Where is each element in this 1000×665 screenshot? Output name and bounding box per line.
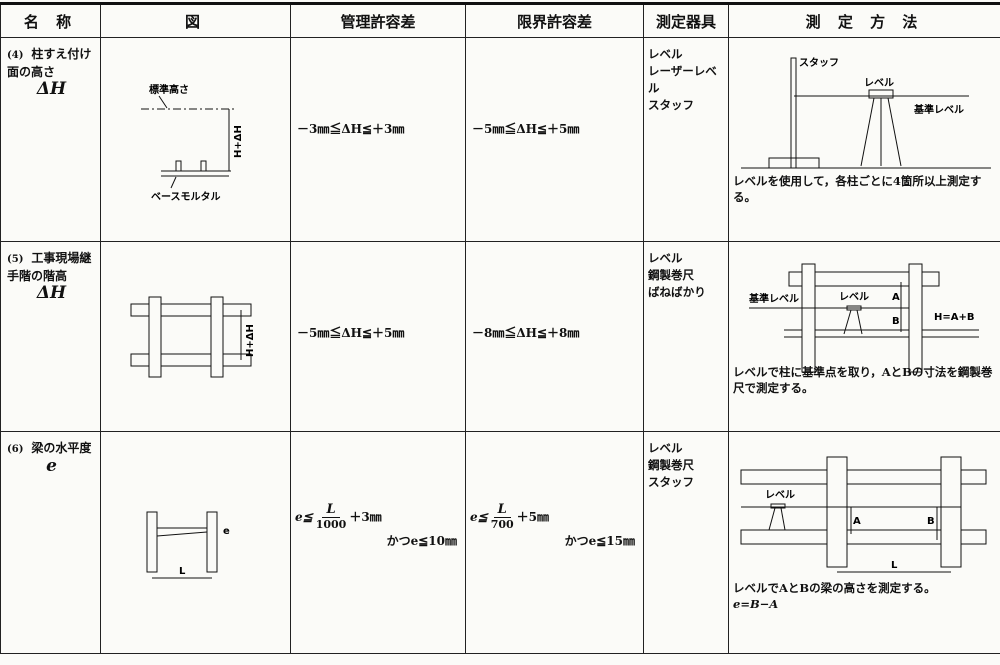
story-height-diagram: H+ΔH <box>130 296 256 378</box>
control-tolerance: －3㎜≦ΔH≦＋3㎜ <box>290 37 466 242</box>
control-tolerance: －5㎜≦ΔH≦＋5㎜ <box>290 241 466 432</box>
svg-text:B: B <box>892 316 900 327</box>
svg-text:ベースモルタル: ベースモルタル <box>151 191 221 203</box>
level-staff-diagram: スタッフ レベル 基準レベル <box>741 57 991 169</box>
base-height-diagram: 標準高さ H+ΔH ベースモルタル <box>141 83 244 203</box>
instruments: レベル レーザーレベ ル スタッフ <box>643 37 729 242</box>
svg-text:標準高さ: 標準高さ <box>149 83 189 96</box>
svg-text:L: L <box>891 560 898 571</box>
figure-cell: H+ΔH <box>100 241 291 432</box>
svg-text:A: A <box>892 292 900 303</box>
svg-text:基準レベル: 基準レベル <box>748 292 799 305</box>
figure-cell: e L <box>100 431 291 654</box>
svg-text:H+ΔH: H+ΔH <box>233 125 244 158</box>
svg-text:A: A <box>853 516 861 527</box>
svg-text:基準レベル: 基準レベル <box>913 103 964 116</box>
beam-level-diagram: e L <box>146 511 230 579</box>
instruments: レベル 鋼製巻尺 スタッフ <box>643 431 729 654</box>
header-figure: 図 <box>100 2 291 38</box>
header-name: 名 称 <box>0 2 101 38</box>
header-control-tolerance: 管理許容差 <box>290 2 466 38</box>
limit-tolerance: －5㎜≦ΔH≦＋5㎜ <box>465 37 644 242</box>
figure-cell: 標準高さ H+ΔH ベースモルタル <box>100 37 291 242</box>
svg-text:L: L <box>179 566 186 577</box>
instruments: レベル 鋼製巻尺 ばねばかり <box>643 241 729 432</box>
method-cell: 基準レベル レベル A B H=A+B レベルで柱に基準点を取り，AとBの寸法を… <box>728 241 1000 432</box>
header-limit-tolerance: 限界許容差 <box>465 2 644 38</box>
header-row: 名 称 図 管理許容差 限界許容差 測定器具 測 定 方 法 <box>0 2 1000 38</box>
beam-method-diagram: レベル A B L <box>740 456 987 573</box>
method-cell: レベル A B L レベルでAとBの梁の高さを測定する。e=B−A <box>728 431 1000 654</box>
limit-tolerance: －8㎜≦ΔH≦＋8㎜ <box>465 241 644 432</box>
story-level-diagram: 基準レベル レベル A B H=A+B <box>748 263 979 373</box>
svg-text:e: e <box>223 526 230 537</box>
svg-text:レベル: レベル <box>765 489 795 501</box>
method-text: レベルを使用して，各柱ごとに4箇所以上測定する。 <box>733 174 982 204</box>
header-method: 測 定 方 法 <box>728 2 1000 38</box>
method-text: レベルで柱に基準点を取り，AとBの寸法を鋼製巻尺で測定する。 <box>733 365 993 395</box>
header-instruments: 測定器具 <box>643 2 729 38</box>
method-text: レベルでAとBの梁の高さを測定する。e=B−A <box>733 581 936 611</box>
svg-text:H+ΔH: H+ΔH <box>245 324 256 357</box>
svg-text:H=A+B: H=A+B <box>934 312 975 323</box>
method-cell: スタッフ レベル 基準レベル レベルを使用して，各柱ごとに4箇所以上測定する。 <box>728 37 1000 242</box>
svg-text:スタッフ: スタッフ <box>799 57 839 69</box>
svg-text:B: B <box>927 516 935 527</box>
svg-text:レベル: レベル <box>839 291 869 303</box>
svg-text:レベル: レベル <box>864 77 894 89</box>
